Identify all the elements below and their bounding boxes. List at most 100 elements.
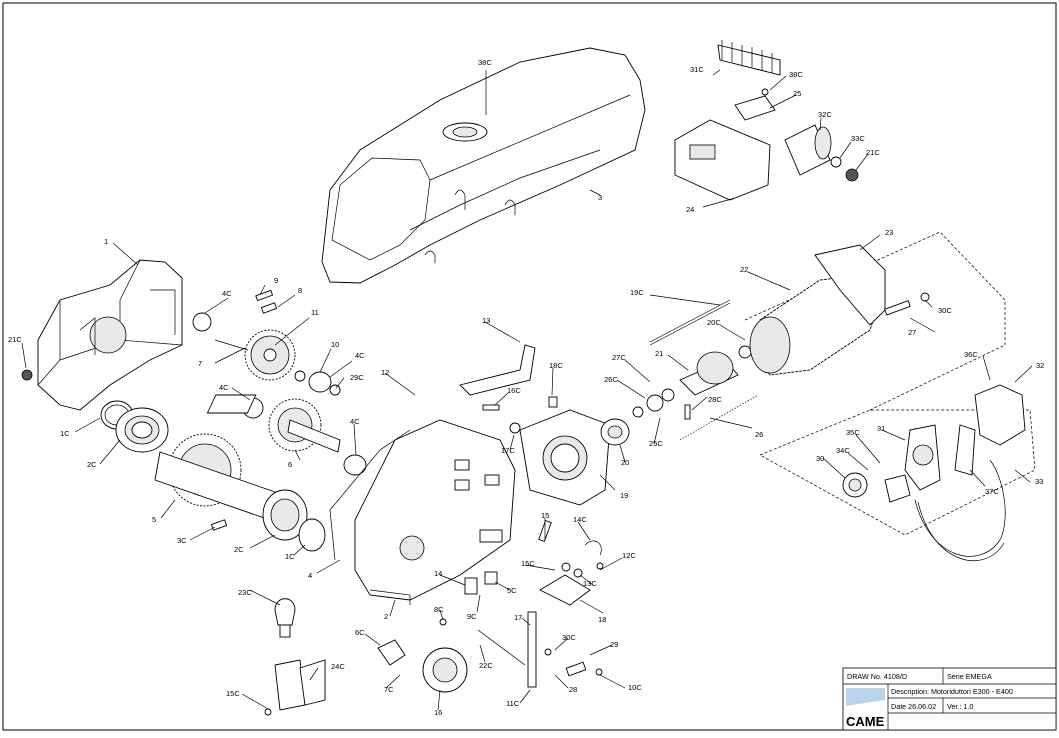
callout-c15C-b: 15C [226, 689, 240, 698]
leader-lines [21, 69, 1033, 711]
callout-c32: 32 [1036, 361, 1044, 370]
housing-part [37, 259, 183, 411]
callout-c35C: 35C [846, 428, 860, 437]
callout-c2C-a: 2C [87, 460, 97, 469]
callout-c22: 22 [740, 265, 748, 274]
gear-11 [214, 289, 296, 381]
bottom-parts [264, 520, 604, 716]
callout-c18: 18 [598, 615, 606, 624]
callout-c21: 21 [655, 349, 663, 358]
callout-c10: 10 [331, 340, 339, 349]
drawing-description: Description: Motoriduttori E300 - E400 [891, 687, 1013, 696]
callout-c33: 33 [1035, 477, 1043, 486]
callout-c11C: 11C [506, 699, 520, 708]
callout-c20C: 20C [707, 318, 721, 327]
cover-part [321, 47, 646, 284]
encoder-parts [842, 384, 1026, 562]
bracket-13 [459, 344, 558, 434]
callout-c17C: 17C [501, 446, 515, 455]
callout-c38C-r: 38C [789, 70, 803, 79]
callout-c23C: 23C [238, 588, 252, 597]
motor-stator [749, 244, 930, 376]
flange-19 [519, 409, 611, 506]
callout-c2: 2 [384, 612, 388, 621]
callout-c15C: 15C [521, 559, 535, 568]
callout-c11: 11 [311, 308, 319, 317]
callout-c9C: 9C [467, 612, 477, 621]
series-name: Serie EMEGA [947, 672, 992, 681]
callout-c10C: 10C [628, 683, 642, 692]
callout-c1C: 1C [60, 429, 70, 438]
callout-c32C: 32C [818, 110, 832, 119]
motor-shaft-parts [600, 299, 759, 446]
callout-c30C-r: 30C [938, 306, 952, 315]
callout-c12C: 12C [622, 551, 636, 560]
callout-c38C-top: 38C [478, 58, 492, 67]
callout-c29C: 29C [350, 373, 364, 382]
encoder-dashed-box [759, 409, 1036, 536]
callout-c34C: 34C [836, 446, 850, 455]
callout-c8C: 8C [434, 605, 444, 614]
callout-c4C-b: 4C [355, 351, 365, 360]
callout-c18C: 18C [549, 361, 563, 370]
callout-c23: 23 [885, 228, 893, 237]
callout-c31: 31 [877, 424, 885, 433]
callout-c2C-b: 2C [234, 545, 244, 554]
callout-c4: 4 [308, 571, 312, 580]
callout-c25: 25 [793, 89, 801, 98]
callout-c24: 24 [686, 205, 694, 214]
callout-c7: 7 [198, 359, 202, 368]
callout-c16C: 16C [507, 386, 521, 395]
callout-c26: 26 [755, 430, 763, 439]
callout-c1C-b: 1C [285, 552, 295, 561]
callout-c12: 12 [381, 368, 389, 377]
callout-c36C: 36C [964, 350, 978, 359]
came-logo: CAME [846, 714, 885, 729]
callout-c7C: 7C [384, 685, 394, 694]
callout-c14: 14 [434, 569, 442, 578]
callout-c30C-b: 30C [562, 633, 576, 642]
callout-c4C-d: 4C [350, 417, 360, 426]
electrical-parts-top [674, 40, 859, 201]
callout-c4C-c: 4C [219, 383, 229, 392]
callout-c29: 29 [610, 640, 618, 649]
callout-c27C: 27C [612, 353, 626, 362]
callout-c30: 30 [816, 454, 824, 463]
callout-c1: 1 [104, 237, 108, 246]
callout-c6: 6 [288, 460, 292, 469]
bearings-left [21, 312, 367, 476]
callout-c17: 17 [514, 613, 522, 622]
gearbox-housing [206, 394, 516, 605]
callout-labels: 38C331C38C2532C33C21C24232219C20C30C2712… [8, 58, 1044, 717]
callout-c33C: 33C [851, 134, 865, 143]
callout-c27: 27 [908, 328, 916, 337]
callout-c9: 9 [274, 276, 278, 285]
callout-c37C: 37C [985, 487, 999, 496]
drawing-number: DRAW No. 4108/D [847, 672, 907, 681]
callout-c24C: 24C [331, 662, 345, 671]
callout-c5: 5 [152, 515, 156, 524]
callout-c22C: 22C [479, 661, 493, 670]
callout-c20: 20 [621, 458, 629, 467]
callout-c4C-a: 4C [222, 289, 232, 298]
callout-c19: 19 [620, 491, 628, 500]
callout-c28C: 28C [708, 395, 722, 404]
callout-c13C: 13C [583, 579, 597, 588]
callout-c21C-r: 21C [866, 148, 880, 157]
callout-c21C-l: 21C [8, 335, 22, 344]
gear-5 [154, 433, 326, 552]
came-logo-swoosh [846, 688, 885, 706]
callout-c13: 13 [482, 316, 490, 325]
callout-c6C: 6C [355, 628, 365, 637]
callout-c3C: 3C [177, 536, 187, 545]
gear-6 [268, 398, 341, 453]
drawing-version: Ver.: 1.0 [947, 702, 973, 711]
callout-c14C: 14C [573, 515, 587, 524]
callout-c25C: 25C [649, 439, 663, 448]
callout-c31C: 31C [690, 65, 704, 74]
drawing-date: Date 26.06.02 [891, 702, 936, 711]
callout-c3: 3 [598, 193, 602, 202]
